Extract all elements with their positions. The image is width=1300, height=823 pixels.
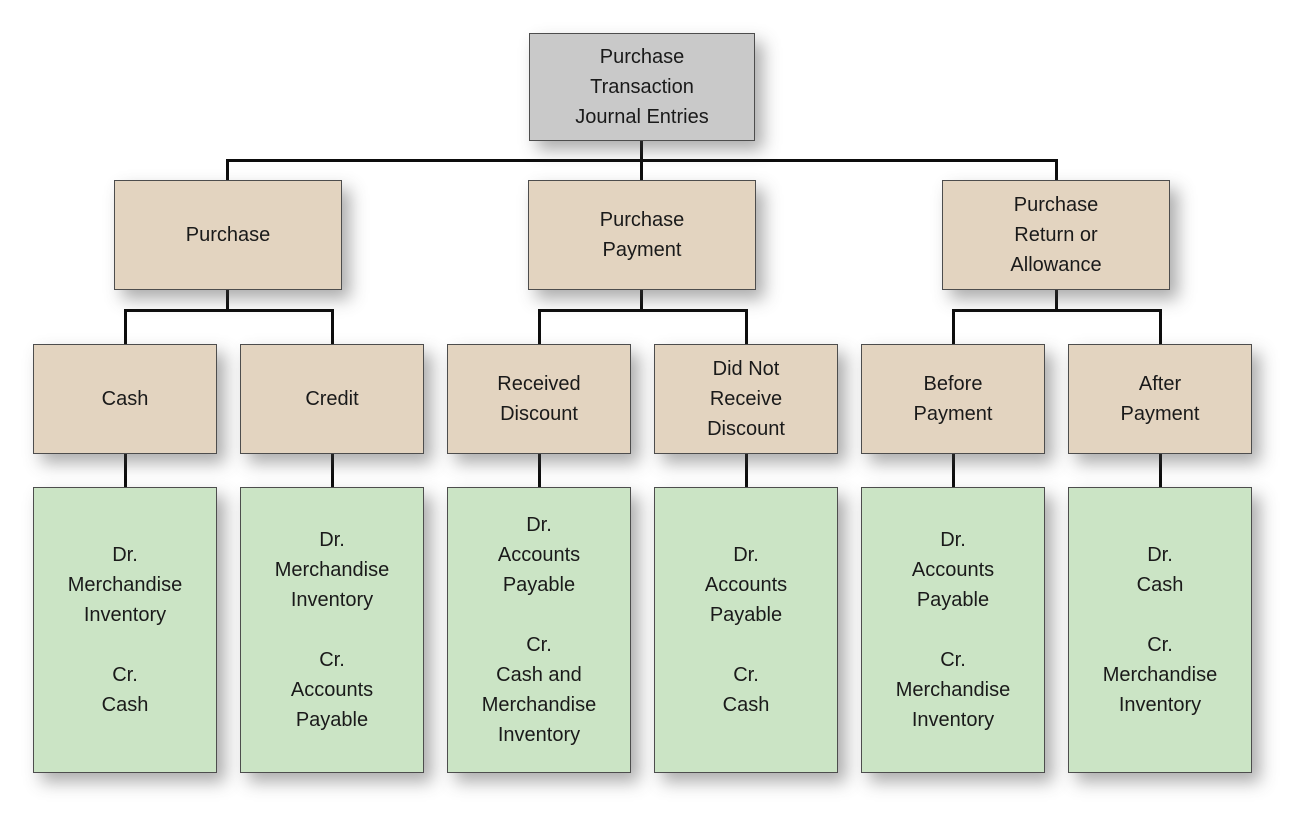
connector-purchase-horizontal: [124, 309, 334, 312]
connector-purchase-stem: [226, 290, 229, 312]
connector-drop-received-discount: [538, 309, 541, 345]
node-cash: Cash: [33, 344, 217, 454]
connector-drop-purchase-return: [1055, 159, 1058, 181]
connector-drop-cash: [124, 309, 127, 345]
entry-before-payment: Dr. Accounts Payable Cr. Merchandise Inv…: [861, 487, 1045, 773]
connector-purchase-payment-stem: [640, 290, 643, 312]
connector-drop-before-payment: [952, 309, 955, 345]
node-received-discount: Received Discount: [447, 344, 631, 454]
node-purchase-return-or-allowance: Purchase Return or Allowance: [942, 180, 1170, 290]
entry-cash: Dr. Merchandise Inventory Cr. Cash: [33, 487, 217, 773]
connector-after-payment-entry: [1159, 454, 1162, 487]
node-purchase-payment: Purchase Payment: [528, 180, 756, 290]
connector-received-discount-entry: [538, 454, 541, 487]
connector-drop-did-not-receive-discount: [745, 309, 748, 345]
entry-did-not-receive-discount: Dr. Accounts Payable Cr. Cash: [654, 487, 838, 773]
connector-purchase-payment-horizontal: [538, 309, 748, 312]
node-before-payment: Before Payment: [861, 344, 1045, 454]
connector-purchase-return-stem: [1055, 290, 1058, 312]
entry-after-payment: Dr. Cash Cr. Merchandise Inventory: [1068, 487, 1252, 773]
node-credit: Credit: [240, 344, 424, 454]
node-did-not-receive-discount: Did Not Receive Discount: [654, 344, 838, 454]
node-purchase: Purchase: [114, 180, 342, 290]
connector-credit-entry: [331, 454, 334, 487]
connector-root-stem: [640, 141, 643, 161]
connector-drop-purchase-payment: [640, 159, 643, 181]
connector-before-payment-entry: [952, 454, 955, 487]
node-purchase-transaction-journal-entries: Purchase Transaction Journal Entries: [529, 33, 755, 141]
entry-credit: Dr. Merchandise Inventory Cr. Accounts P…: [240, 487, 424, 773]
connector-drop-after-payment: [1159, 309, 1162, 345]
connector-cash-entry: [124, 454, 127, 487]
node-after-payment: After Payment: [1068, 344, 1252, 454]
entry-received-discount: Dr. Accounts Payable Cr. Cash and Mercha…: [447, 487, 631, 773]
connector-purchase-return-horizontal: [952, 309, 1162, 312]
connector-drop-purchase: [226, 159, 229, 181]
connector-did-not-receive-discount-entry: [745, 454, 748, 487]
connector-drop-credit: [331, 309, 334, 345]
